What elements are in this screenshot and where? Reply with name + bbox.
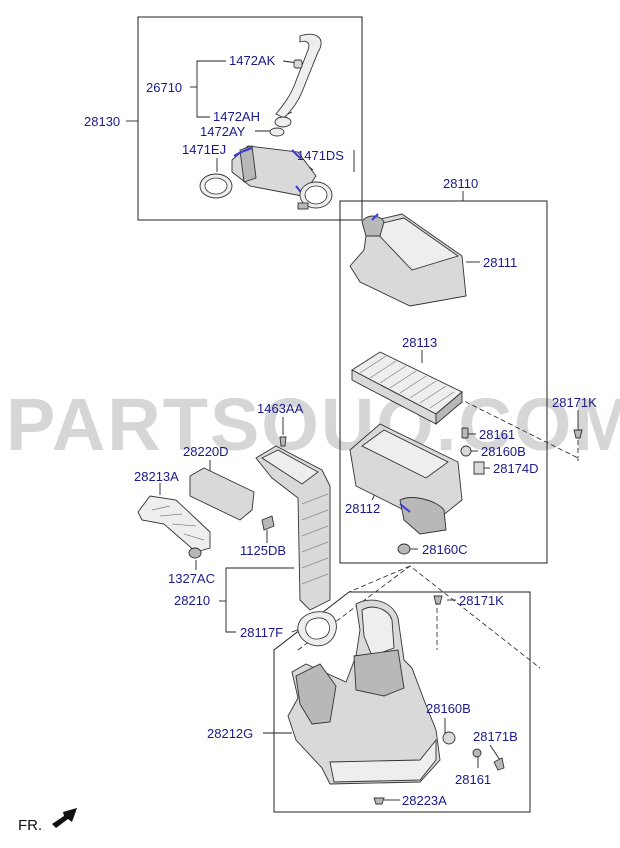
part-label-28223A[interactable]: 28223A xyxy=(402,793,447,808)
front-arrow-icon xyxy=(52,808,77,828)
part-label-28130[interactable]: 28130 xyxy=(84,114,120,129)
part-label-28160B-lower[interactable]: 28160B xyxy=(426,701,471,716)
part-label-28220D[interactable]: 28220D xyxy=(183,444,229,459)
air-cleaner-assembly xyxy=(349,213,583,555)
part-label-28213A[interactable]: 28213A xyxy=(134,469,179,484)
front-direction-label: FR. xyxy=(18,817,42,834)
dashed-connector-lower xyxy=(297,565,541,669)
part-label-28174D[interactable]: 28174D xyxy=(493,461,539,476)
part-label-28171B[interactable]: 28171B xyxy=(473,729,518,744)
part-label-28112[interactable]: 28112 xyxy=(345,501,380,516)
part-label-28110[interactable]: 28110 xyxy=(443,176,478,191)
part-label-1327AC[interactable]: 1327AC xyxy=(168,571,215,586)
intake-hose-assembly xyxy=(199,33,333,210)
part-label-28212G[interactable]: 28212G xyxy=(207,726,253,741)
part-label-1471DS[interactable]: 1471DS xyxy=(297,148,344,163)
part-label-28161-upper[interactable]: 28161 xyxy=(479,427,515,442)
part-label-1463AA[interactable]: 1463AA xyxy=(257,401,304,416)
part-label-28111[interactable]: 28111 xyxy=(483,255,517,270)
part-label-1471EJ[interactable]: 1471EJ xyxy=(182,142,226,157)
part-label-28113[interactable]: 28113 xyxy=(402,335,437,350)
dashed-connector-mid xyxy=(348,565,411,593)
part-label-28171K-lower[interactable]: 28171K xyxy=(459,593,504,608)
part-label-28160C[interactable]: 28160C xyxy=(422,542,468,557)
part-label-1472AH[interactable]: 1472AH xyxy=(213,109,260,124)
intake-hose-group-box xyxy=(137,16,363,221)
part-label-28210[interactable]: 28210 xyxy=(174,593,210,608)
dashed-connector-right xyxy=(457,397,579,459)
part-label-1472AY[interactable]: 1472AY xyxy=(200,124,246,139)
part-label-28117F[interactable]: 28117F xyxy=(240,625,283,640)
watermark-text: PARTSOUQ.COM xyxy=(6,383,620,466)
part-label-28161-lower[interactable]: 28161 xyxy=(455,772,491,787)
part-label-28171K-upper[interactable]: 28171K xyxy=(552,395,597,410)
part-labels: 28130 26710 1472AK 1472AH 1472AY 1471EJ … xyxy=(84,53,597,808)
part-label-1125DB[interactable]: 1125DB xyxy=(240,543,286,558)
part-label-26710[interactable]: 26710 xyxy=(146,80,182,95)
resonator-assembly xyxy=(287,595,505,805)
air-cleaner-group-box xyxy=(339,200,548,564)
part-label-28160B-upper[interactable]: 28160B xyxy=(481,444,526,459)
resonator-group-box xyxy=(273,591,531,813)
intake-duct-assembly xyxy=(137,436,337,647)
part-label-1472AK[interactable]: 1472AK xyxy=(229,53,276,68)
